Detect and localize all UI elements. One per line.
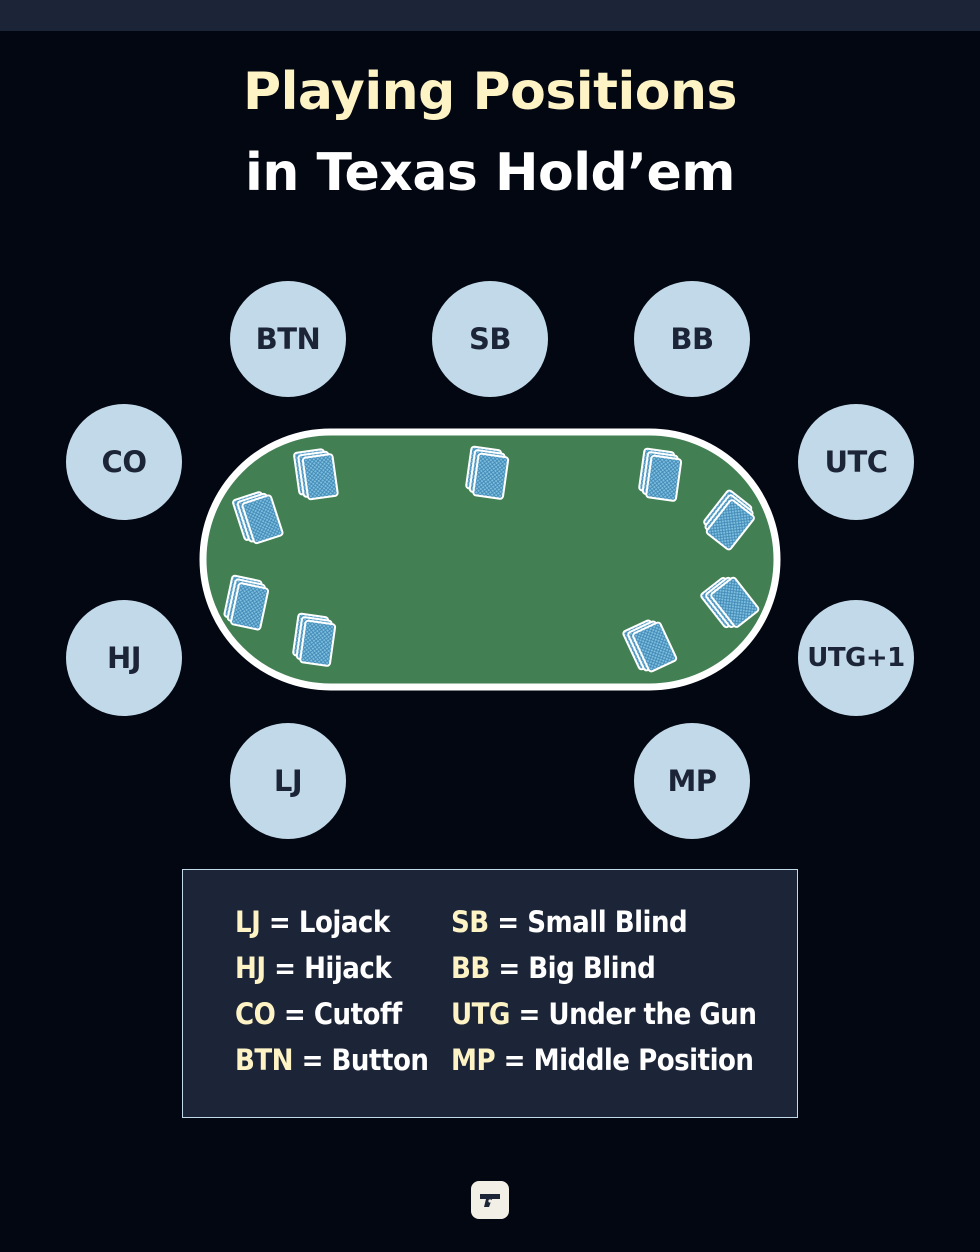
legend-text: = Lojack [268,905,390,939]
card-stack-icon [465,445,510,500]
legend-item: MP = Middle Position [451,1043,754,1077]
seat-hj: HJ [66,600,182,716]
title-line-1: Playing Positions [243,62,737,122]
legend-text: = Button [301,1043,429,1077]
legend-text: = Small Blind [497,905,688,939]
seat-label: MP [667,764,717,798]
seat-label: BTN [255,322,321,356]
card-stack-icon [292,612,337,667]
seat-btn: BTN [230,281,346,397]
seat-label: LJ [273,764,303,798]
legend-text: = Cutoff [283,997,402,1031]
seat-label: UTG+1 [807,643,905,673]
card-stack-icon [293,448,339,501]
card-stack-icon [622,619,678,673]
card-stack-icon [638,447,683,502]
legend-text: = Big Blind [498,951,656,985]
legend-item: LJ = Lojack [235,905,390,939]
legend-item: HJ = Hijack [235,951,392,985]
legend-item: BTN = Button [235,1043,429,1077]
legend-abbr: MP [451,1043,496,1077]
seat-co: CO [66,404,182,520]
card-stack-icon [223,574,270,631]
legend-item: SB = Small Blind [451,905,688,939]
seat-bb: BB [634,281,750,397]
legend-text: = Middle Position [503,1043,754,1077]
seat-utc: UTC [798,404,914,520]
seat-label: BB [670,322,714,356]
legend-item: CO = Cutoff [235,997,402,1031]
legend-abbr: BTN [235,1043,294,1077]
legend-text: = Under the Gun [518,997,757,1031]
seat-label: HJ [106,641,142,675]
legend-abbr: SB [451,905,489,939]
card-stack-icon [232,491,284,545]
legend-item: BB = Big Blind [451,951,656,985]
legend-abbr: HJ [235,951,266,985]
gun-logo-icon [471,1181,509,1219]
seat-label: UTC [824,445,888,479]
legend-item: UTG = Under the Gun [451,997,757,1031]
seat-sb: SB [432,281,548,397]
seat-label: SB [469,322,512,356]
legend-abbr: BB [451,951,490,985]
seat-lj: LJ [230,723,346,839]
card-stack-icon [700,576,760,629]
card-stack-icon [703,489,755,551]
title-line-2: in Texas Hold’em [245,143,735,203]
card-stacks [223,445,760,673]
legend-abbr: UTG [451,997,510,1031]
legend-text: = Hijack [274,951,392,985]
top-bar [0,0,980,31]
seat-utg1: UTG+1 [798,600,914,716]
legend-abbr: LJ [235,905,261,939]
seat-label: CO [101,445,147,479]
legend-abbr: CO [235,997,276,1031]
table-felt [199,428,781,691]
seat-mp: MP [634,723,750,839]
legend-box: LJ = Lojack HJ = Hijack CO = Cutoff BTN … [182,869,798,1118]
